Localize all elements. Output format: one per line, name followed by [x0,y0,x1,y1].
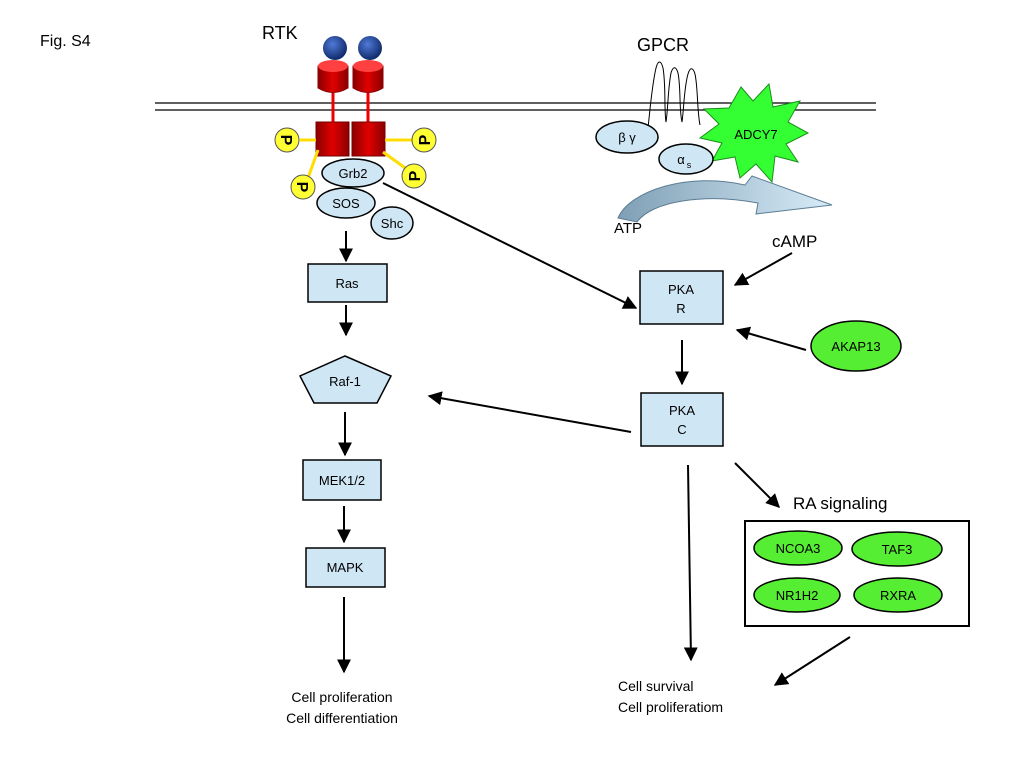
svg-text:β γ: β γ [618,130,636,145]
svg-text:Grb2: Grb2 [339,166,368,181]
svg-text:P: P [293,182,310,193]
outcome-left-line2: Cell differentiation [286,710,398,726]
taf3-node: TAF3 [851,531,943,567]
svg-text:P: P [277,135,294,146]
svg-text:Raf-1: Raf-1 [329,374,361,389]
outcome-left-line1: Cell proliferation [291,689,392,705]
svg-text:s: s [687,160,692,170]
outcome-right-line1: Cell survival [618,678,693,694]
svg-text:PKA: PKA [668,282,694,297]
rxra-node: RXRA [853,577,943,613]
mek-node: MEK1/2 [302,459,382,501]
arrow-grb2-to-pka-r [382,182,638,309]
atp-to-camp-arrow [617,175,833,223]
svg-text:MEK1/2: MEK1/2 [319,473,365,488]
raf1-node: Raf-1 [298,355,393,404]
arrow-akap-to-pka-r [735,326,807,351]
svg-text:AKAP13: AKAP13 [831,339,880,354]
ligand-left [323,36,347,60]
arrow-pka-c-to-raf [427,391,632,433]
kinase-domain-left [315,121,350,157]
svg-text:Ras: Ras [335,276,359,291]
pka-c-node: PKA C [640,392,724,447]
alpha-s-node: α s [658,143,714,175]
svg-text:α: α [677,152,685,167]
rtk-receptor [300,36,412,179]
outcome-right-line2: Cell proliferatiom [618,699,723,715]
svg-text:C: C [677,422,686,437]
arrow-camp-to-pka-r [733,252,793,286]
phospho-left-bottom: P [290,174,316,200]
svg-text:P: P [407,170,424,181]
svg-text:SOS: SOS [332,196,360,211]
arrow-pka-c-to-survival [683,464,698,662]
ra-signaling-title: RA signaling [793,494,888,513]
svg-text:RXRA: RXRA [880,588,916,603]
arrow-ra-to-survival [773,636,851,686]
ncoa3-node: NCOA3 [753,530,843,566]
svg-text:NCOA3: NCOA3 [776,541,821,556]
sos-node: SOS [316,187,376,219]
svg-text:R: R [676,301,685,316]
shc-node: Shc [370,206,414,240]
svg-text:TAF3: TAF3 [882,542,913,557]
svg-text:PKA: PKA [669,403,695,418]
grb2-node: Grb2 [321,158,385,188]
kinase-domain-right [351,121,386,157]
ligand-right [358,36,382,60]
adcy7-node: ADCY7 [698,82,810,184]
atp-label: ATP [614,220,642,237]
svg-text:NR1H2: NR1H2 [776,588,819,603]
svg-text:P: P [417,134,434,145]
figure-label: Fig. S4 [40,33,91,50]
pathway-arrows [337,182,851,686]
camp-label: cAMP [772,232,817,251]
nr1h2-node: NR1H2 [753,577,841,613]
svg-text:MAPK: MAPK [327,560,364,575]
akap13-node: AKAP13 [810,320,902,372]
phospho-left-top: P [274,127,300,153]
pka-r-node: PKA R [639,270,724,325]
svg-text:ADCY7: ADCY7 [734,127,777,142]
gpcr-label: GPCR [637,35,689,55]
rtk-label: RTK [262,23,298,43]
phospho-right-top: P [411,127,437,153]
ras-node: Ras [307,263,388,303]
arrow-pka-c-to-ra [734,462,780,508]
gpcr-receptor [647,61,701,129]
beta-gamma-node: β γ [595,120,659,154]
mapk-node: MAPK [305,547,386,588]
phospho-right-bottom: P [401,163,427,189]
svg-text:Shc: Shc [381,216,404,231]
